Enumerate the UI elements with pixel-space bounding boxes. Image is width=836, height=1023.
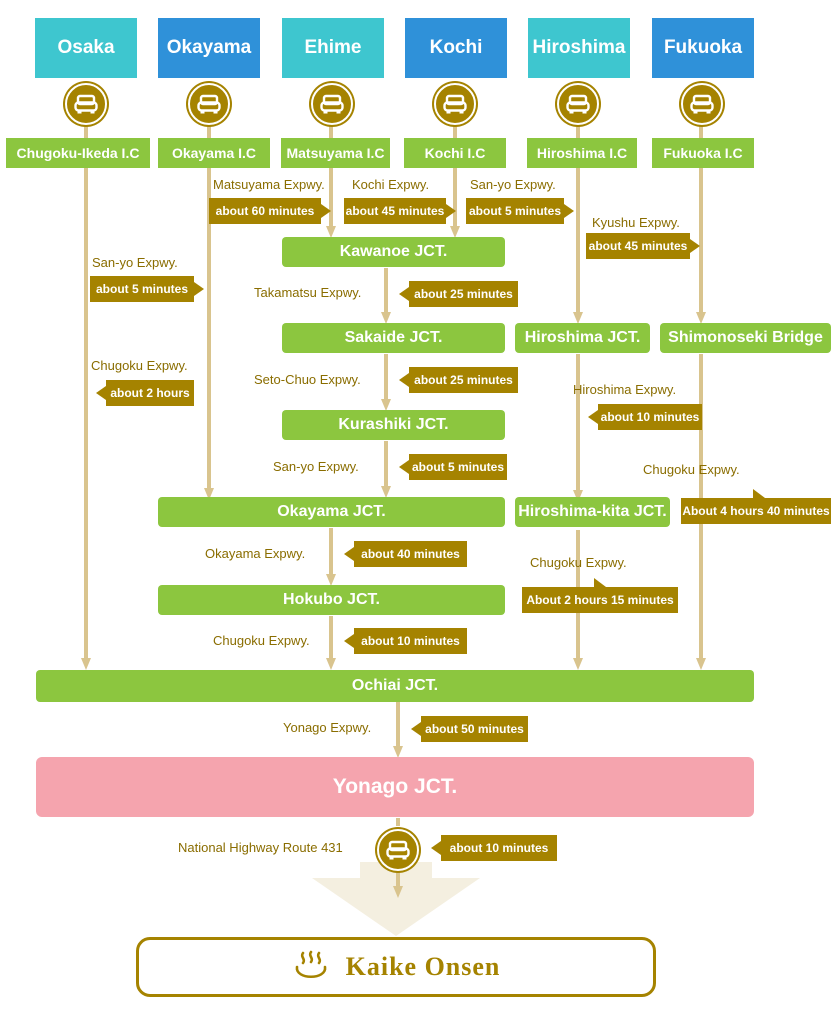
origin-okayama: Okayama <box>158 18 260 78</box>
jct-hokubo: Hokubo JCT. <box>158 585 505 615</box>
road-seto-chuo-expwy: Seto-Chuo Expwy. <box>254 372 361 387</box>
time-tag: about 10 minutes <box>344 628 467 654</box>
time-tag: about 2 hours <box>96 380 194 406</box>
car-icon <box>188 83 230 125</box>
time-tag: about 25 minutes <box>399 367 518 393</box>
arrival-chevron <box>312 878 480 936</box>
time-tag: about 45 minutes <box>344 198 456 224</box>
ic-hiroshima: Hiroshima I.C <box>527 138 637 168</box>
road-chugoku-expwy: Chugoku Expwy. <box>530 555 627 570</box>
road-okayama-expwy: Okayama Expwy. <box>205 546 306 561</box>
time-tag: About 2 hours 15 minutes <box>522 578 678 613</box>
jct-yonago: Yonago JCT. <box>36 757 754 817</box>
time-tag: about 10 minutes <box>431 835 557 861</box>
origin-hiroshima: Hiroshima <box>528 18 630 78</box>
jct-shimonoseki-bridge: Shimonoseki Bridge <box>660 323 831 353</box>
time-tag: about 45 minutes <box>586 233 700 259</box>
origin-ehime: Ehime <box>282 18 384 78</box>
jct-sakaide: Sakaide JCT. <box>282 323 505 353</box>
jct-kawanoe: Kawanoe JCT. <box>282 237 505 267</box>
car-icon <box>311 83 353 125</box>
time-tag: about 40 minutes <box>344 541 467 567</box>
road-takamatsu-expwy: Takamatsu Expwy. <box>254 285 362 300</box>
road-chugoku-expwy: Chugoku Expwy. <box>213 633 310 648</box>
time-tag: about 5 minutes <box>466 198 574 224</box>
car-icon <box>681 83 723 125</box>
road-chugoku-expwy: Chugoku Expwy. <box>643 462 740 477</box>
car-icon <box>377 829 419 871</box>
car-icon <box>65 83 107 125</box>
time-tag: about 60 minutes <box>209 198 331 224</box>
road-kochi-expwy: Kochi Expwy. <box>352 177 430 192</box>
time-tag: about 50 minutes <box>411 716 528 742</box>
origin-kochi: Kochi <box>405 18 507 78</box>
time-tag: about 10 minutes <box>588 404 702 430</box>
jct-hiroshima-kita: Hiroshima-kita JCT. <box>515 497 670 527</box>
jct-okayama: Okayama JCT. <box>158 497 505 527</box>
jct-kurashiki: Kurashiki JCT. <box>282 410 505 440</box>
destination-label: Kaike Onsen <box>345 952 501 981</box>
ic-okayama: Okayama I.C <box>158 138 270 168</box>
time-tag: about 5 minutes <box>90 276 204 302</box>
road-sanyo-expwy: San-yo Expwy. <box>470 177 556 192</box>
road-sanyo-expwy: San-yo Expwy. <box>273 459 359 474</box>
jct-hiroshima: Hiroshima JCT. <box>515 323 650 353</box>
time-tag: about 25 minutes <box>399 281 518 307</box>
ic-matsuyama: Matsuyama I.C <box>281 138 390 168</box>
car-icon <box>557 83 599 125</box>
road-matsuyama-expwy: Matsuyama Expwy. <box>213 177 325 192</box>
destination-kaike-onsen: Kaike Onsen <box>136 937 656 997</box>
jct-ochiai: Ochiai JCT. <box>36 670 754 702</box>
road-chugoku-expwy: Chugoku Expwy. <box>91 358 188 373</box>
road-yonago-expwy: Yonago Expwy. <box>283 720 372 735</box>
road-national-highway-431: National Highway Route 431 <box>178 840 343 855</box>
ic-fukuoka: Fukuoka I.C <box>652 138 754 168</box>
ic-kochi: Kochi I.C <box>404 138 506 168</box>
car-icon <box>434 83 476 125</box>
hot-spring-icon <box>295 950 326 979</box>
road-kyushu-expwy: Kyushu Expwy. <box>592 215 680 230</box>
road-hiroshima-expwy: Hiroshima Expwy. <box>573 382 677 397</box>
road-sanyo-expwy: San-yo Expwy. <box>92 255 178 270</box>
time-tag: About 4 hours 40 minutes <box>681 489 831 524</box>
origin-osaka: Osaka <box>35 18 137 78</box>
origin-fukuoka: Fukuoka <box>652 18 754 78</box>
ic-chugoku-ikeda: Chugoku-Ikeda I.C <box>6 138 150 168</box>
time-tag: about 5 minutes <box>399 454 507 480</box>
